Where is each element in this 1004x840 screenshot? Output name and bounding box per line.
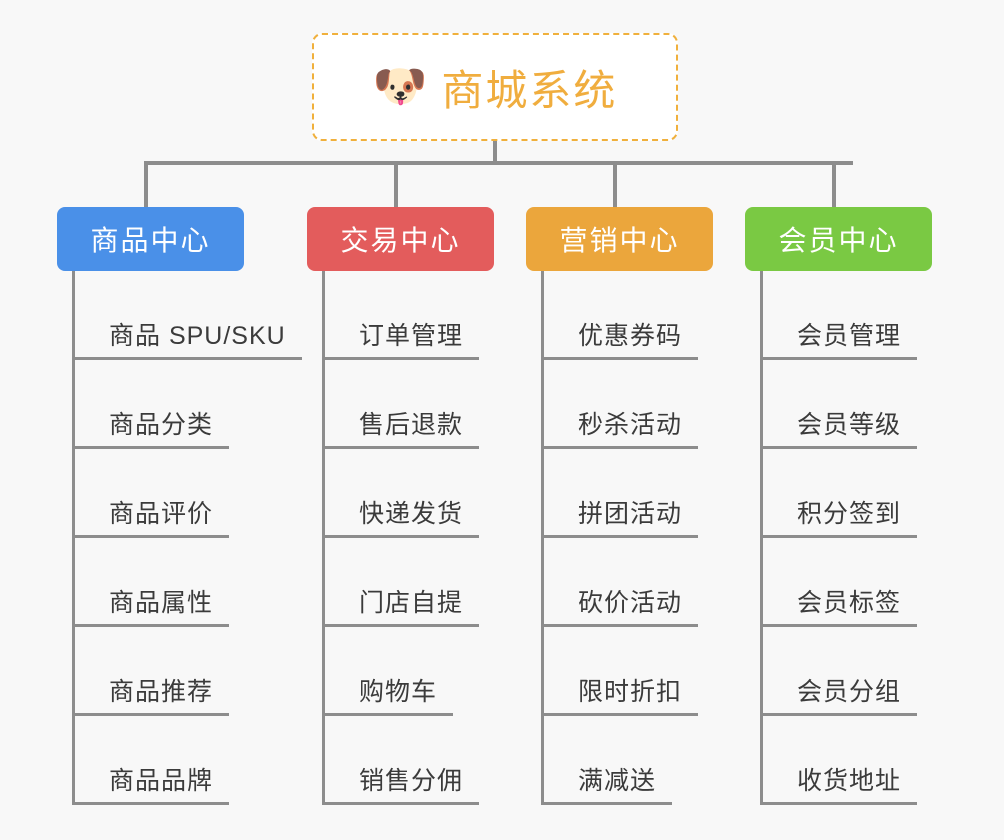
branch-drop-connector-4 bbox=[832, 161, 836, 207]
list-item[interactable]: 砍价活动 bbox=[544, 538, 713, 627]
branch-trade-center: 交易中心 订单管理 售后退款 快递发货 门店自提 购物车 bbox=[307, 207, 494, 805]
branch-header-label: 营销中心 bbox=[559, 225, 680, 256]
list-item[interactable]: 会员分组 bbox=[763, 627, 932, 716]
list-item[interactable]: 拼团活动 bbox=[544, 449, 713, 538]
leaf-label: 优惠券码 bbox=[578, 322, 683, 350]
leaf-label: 砍价活动 bbox=[578, 589, 683, 617]
leaf-underline bbox=[75, 713, 229, 716]
leaf-underline bbox=[75, 802, 229, 805]
dog-face-icon: 🐶 bbox=[372, 62, 428, 111]
leaf-label: 商品评价 bbox=[109, 500, 214, 528]
list-item[interactable]: 优惠券码 bbox=[544, 271, 713, 360]
leaf-underline bbox=[544, 446, 698, 449]
branch-header-trade-center[interactable]: 交易中心 bbox=[307, 207, 494, 271]
leaf-underline bbox=[75, 357, 302, 360]
leaf-label: 拼团活动 bbox=[578, 500, 683, 528]
branch-header-label: 交易中心 bbox=[340, 225, 461, 256]
leaf-label: 秒杀活动 bbox=[578, 411, 683, 439]
leaf-label: 快递发货 bbox=[359, 500, 464, 528]
leaf-underline bbox=[544, 713, 698, 716]
leaf-label: 会员等级 bbox=[797, 411, 902, 439]
branch-drop-connector-1 bbox=[144, 161, 148, 207]
list-item[interactable]: 售后退款 bbox=[325, 360, 494, 449]
leaf-underline bbox=[75, 446, 229, 449]
leaf-label: 订单管理 bbox=[359, 322, 464, 350]
leaf-label: 商品品牌 bbox=[109, 767, 214, 795]
list-item[interactable]: 销售分佣 bbox=[325, 716, 494, 805]
list-item[interactable]: 商品评价 bbox=[75, 449, 302, 538]
leaf-underline bbox=[763, 357, 917, 360]
leaf-underline bbox=[763, 535, 917, 538]
leaf-label: 积分签到 bbox=[797, 500, 902, 528]
leaf-underline bbox=[544, 357, 698, 360]
leaf-underline bbox=[75, 624, 229, 627]
leaf-underline bbox=[325, 357, 479, 360]
branch-drop-connector-2 bbox=[394, 161, 398, 207]
leaf-list-member-center: 会员管理 会员等级 积分签到 会员标签 会员分组 收货地址 bbox=[760, 271, 932, 805]
leaf-label: 门店自提 bbox=[359, 589, 464, 617]
leaf-list-marketing-center: 优惠券码 秒杀活动 拼团活动 砍价活动 限时折扣 满减送 bbox=[541, 271, 713, 805]
branch-header-marketing-center[interactable]: 营销中心 bbox=[526, 207, 713, 271]
leaf-underline bbox=[763, 713, 917, 716]
branch-member-center: 会员中心 会员管理 会员等级 积分签到 会员标签 会员分组 bbox=[745, 207, 932, 805]
leaf-label: 商品 SPU/SKU bbox=[109, 322, 286, 350]
leaf-underline bbox=[544, 535, 698, 538]
list-item[interactable]: 订单管理 bbox=[325, 271, 494, 360]
leaf-underline bbox=[325, 624, 479, 627]
list-item[interactable]: 收货地址 bbox=[763, 716, 932, 805]
list-item[interactable]: 门店自提 bbox=[325, 538, 494, 627]
list-item[interactable]: 积分签到 bbox=[763, 449, 932, 538]
leaf-label: 商品分类 bbox=[109, 411, 214, 439]
leaf-label: 商品推荐 bbox=[109, 678, 214, 706]
leaf-underline bbox=[544, 624, 698, 627]
leaf-underline bbox=[325, 802, 479, 805]
leaf-label: 满减送 bbox=[578, 767, 657, 795]
list-item[interactable]: 会员标签 bbox=[763, 538, 932, 627]
leaf-label: 会员分组 bbox=[797, 678, 902, 706]
root-title: 商城系统 bbox=[441, 66, 618, 114]
root-stem-connector bbox=[493, 141, 497, 163]
leaf-underline bbox=[763, 446, 917, 449]
branch-product-center: 商品中心 商品 SPU/SKU 商品分类 商品评价 商品属性 商品推荐 bbox=[57, 207, 302, 805]
branch-drop-connector-3 bbox=[613, 161, 617, 207]
list-item[interactable]: 商品品牌 bbox=[75, 716, 302, 805]
list-item[interactable]: 满减送 bbox=[544, 716, 713, 805]
leaf-list-product-center: 商品 SPU/SKU 商品分类 商品评价 商品属性 商品推荐 商品品牌 bbox=[72, 271, 302, 805]
list-item[interactable]: 商品 SPU/SKU bbox=[75, 271, 302, 360]
leaf-label: 会员标签 bbox=[797, 589, 902, 617]
leaf-label: 会员管理 bbox=[797, 322, 902, 350]
root-node[interactable]: 🐶 商城系统 bbox=[312, 33, 678, 141]
list-item[interactable]: 会员等级 bbox=[763, 360, 932, 449]
leaf-underline bbox=[763, 624, 917, 627]
leaf-underline bbox=[763, 802, 917, 805]
leaf-label: 限时折扣 bbox=[578, 678, 683, 706]
list-item[interactable]: 会员管理 bbox=[763, 271, 932, 360]
list-item[interactable]: 秒杀活动 bbox=[544, 360, 713, 449]
list-item[interactable]: 商品属性 bbox=[75, 538, 302, 627]
leaf-label: 商品属性 bbox=[109, 589, 214, 617]
leaf-underline bbox=[325, 535, 479, 538]
horizontal-bus-connector bbox=[144, 161, 853, 165]
leaf-label: 购物车 bbox=[359, 678, 438, 706]
list-item[interactable]: 购物车 bbox=[325, 627, 494, 716]
list-item[interactable]: 快递发货 bbox=[325, 449, 494, 538]
list-item[interactable]: 商品推荐 bbox=[75, 627, 302, 716]
leaf-label: 收货地址 bbox=[797, 767, 902, 795]
list-item[interactable]: 限时折扣 bbox=[544, 627, 713, 716]
leaf-underline bbox=[75, 535, 229, 538]
leaf-label: 销售分佣 bbox=[359, 767, 464, 795]
branch-header-label: 会员中心 bbox=[778, 225, 899, 256]
branch-header-label: 商品中心 bbox=[90, 225, 211, 256]
leaf-list-trade-center: 订单管理 售后退款 快递发货 门店自提 购物车 销售分佣 bbox=[322, 271, 494, 805]
leaf-underline bbox=[325, 446, 479, 449]
branch-marketing-center: 营销中心 优惠券码 秒杀活动 拼团活动 砍价活动 限时折扣 bbox=[526, 207, 713, 805]
list-item[interactable]: 商品分类 bbox=[75, 360, 302, 449]
branch-header-member-center[interactable]: 会员中心 bbox=[745, 207, 932, 271]
leaf-underline bbox=[544, 802, 672, 805]
branch-header-product-center[interactable]: 商品中心 bbox=[57, 207, 244, 271]
leaf-underline bbox=[325, 713, 453, 716]
leaf-label: 售后退款 bbox=[359, 411, 464, 439]
